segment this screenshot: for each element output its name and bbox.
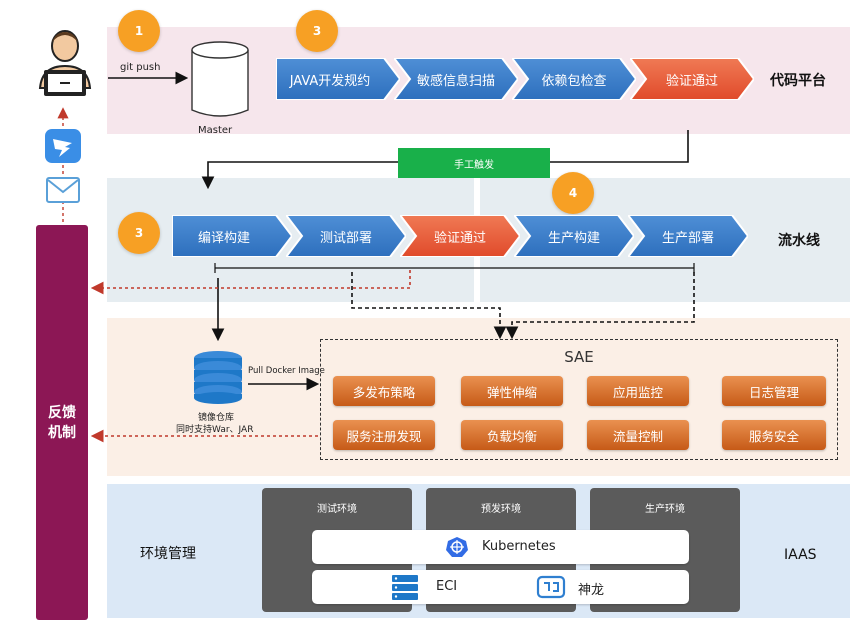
pipeline-step-0[interactable]: 编译构建: [172, 215, 292, 257]
iaas-label: IAAS: [784, 547, 817, 563]
code-platform-label: 代码平台: [770, 73, 826, 89]
feedback-line-1: 反馈: [48, 404, 76, 421]
sae-feature-release-strategy[interactable]: 多发布策略: [333, 376, 435, 406]
shenlong-icon: [536, 575, 566, 599]
eci-icon: [392, 575, 418, 600]
git-push-label: git push: [120, 62, 161, 73]
feedback-mechanism: 反馈 机制: [36, 225, 88, 620]
env-card-staging-label: 预发环境: [481, 504, 521, 515]
manual-trigger-button[interactable]: 手工触发: [398, 148, 550, 178]
sae-feature-app-monitoring[interactable]: 应用监控: [587, 376, 689, 406]
code-platform-steps: JAVA开发规约 敏感信息扫描 依赖包检查 验证通过: [276, 58, 754, 100]
code-platform-step-0[interactable]: JAVA开发规约: [276, 58, 400, 100]
master-label: Master: [198, 125, 233, 136]
pipeline-step-2[interactable]: 验证通过: [400, 215, 520, 257]
registry-name: 镜像仓库: [198, 413, 235, 423]
pipeline-step-1[interactable]: 测试部署: [286, 215, 406, 257]
code-platform-step-label-1: 敏感信息扫描: [416, 73, 495, 89]
pipeline-step-label-1: 测试部署: [319, 230, 372, 246]
step-circle-3-code: 3: [296, 10, 338, 52]
kubernetes-label: Kubernetes: [482, 539, 556, 554]
registry-icon: [194, 351, 242, 404]
feedback-line-2: 机制: [48, 424, 76, 441]
pipeline-step-label-0: 编译构建: [197, 230, 250, 246]
step-circle-4: 4: [552, 172, 594, 214]
master-repo-icon: [191, 41, 249, 117]
sae-feature-traffic-control[interactable]: 流量控制: [587, 420, 689, 450]
step-circle-3-pipeline: 3: [118, 212, 160, 254]
sae-title: SAE: [564, 348, 594, 366]
code-platform-step-label-2: 依赖包检查: [541, 73, 607, 89]
env-management-label: 环境管理: [140, 546, 196, 562]
sae-feature-service-discovery[interactable]: 服务注册发现: [333, 420, 435, 450]
pipeline-step-3[interactable]: 生产构建: [514, 215, 634, 257]
code-platform-step-3[interactable]: 验证通过: [630, 58, 754, 100]
pipeline-step-4[interactable]: 生产部署: [628, 215, 748, 257]
code-platform-step-1[interactable]: 敏感信息扫描: [394, 58, 518, 100]
env-card-test-label: 测试环境: [317, 504, 357, 515]
code-platform-step-label-0: JAVA开发规约: [289, 73, 371, 89]
env-card-production-label: 生产环境: [645, 504, 685, 515]
pipeline-step-label-3: 生产构建: [547, 230, 600, 246]
code-platform-step-2[interactable]: 依赖包检查: [512, 58, 636, 100]
registry-support: 同时支持War、JAR: [176, 425, 254, 435]
sae-feature-autoscaling[interactable]: 弹性伸缩: [461, 376, 563, 406]
pipeline-step-label-2: 验证通过: [433, 230, 486, 246]
pull-image-label: Pull Docker Image: [248, 366, 325, 376]
shenlong-label: 神龙: [578, 583, 605, 598]
infra-bar: ECI 神龙: [312, 570, 689, 604]
pipeline-label: 流水线: [778, 233, 820, 249]
pipeline-steps: 编译构建 测试部署 验证通过 生产构建 生产部署: [172, 215, 752, 257]
sae-feature-log-management[interactable]: 日志管理: [722, 376, 826, 406]
pipeline-step-label-4: 生产部署: [661, 230, 714, 246]
step-circle-1: 1: [118, 10, 160, 52]
dingtalk-icon: [45, 129, 81, 163]
eci-label: ECI: [436, 579, 458, 594]
sae-feature-service-security[interactable]: 服务安全: [722, 420, 826, 450]
developer-icon: [38, 30, 92, 96]
kubernetes-bar: Kubernetes: [312, 530, 689, 564]
mail-icon: [46, 177, 80, 203]
sae-feature-load-balancing[interactable]: 负载均衡: [461, 420, 563, 450]
sae-container: SAE: [320, 339, 838, 460]
kubernetes-icon: [446, 537, 468, 557]
code-platform-step-label-3: 验证通过: [665, 73, 718, 89]
